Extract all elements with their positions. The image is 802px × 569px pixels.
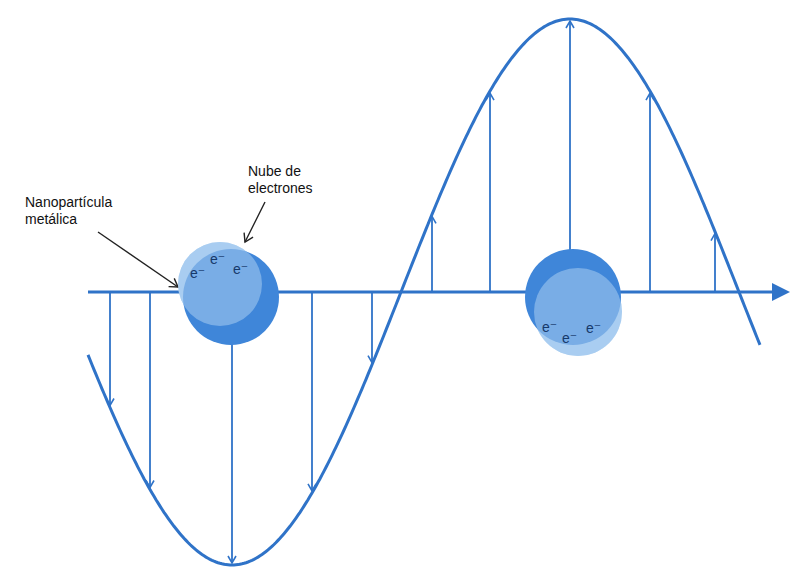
electron-symbol: e⁻ (210, 251, 225, 267)
electron-symbol: e⁻ (586, 320, 601, 336)
nanoparticle: e⁻ e⁻ e⁻ (170, 235, 295, 350)
callout-label: Nube de electrones (248, 163, 336, 197)
field-arrow (431, 216, 433, 292)
axis-arrowhead (772, 283, 790, 301)
electron-symbol: e⁻ (190, 265, 205, 281)
electron-symbol: e⁻ (542, 319, 557, 335)
callout-label: Nanopartícula metálica (25, 194, 137, 228)
field-arrow (109, 292, 111, 406)
field-arrow (149, 292, 151, 488)
electron-cloud (178, 242, 262, 326)
nanoparticle: e⁻ e⁻ e⁻ (510, 245, 640, 360)
electron-cloud (534, 268, 622, 356)
field-arrow (371, 292, 373, 363)
electron-cloud (178, 242, 262, 326)
field-arrow (714, 234, 716, 292)
field-arrow (649, 93, 651, 292)
leader-arrow (98, 232, 178, 287)
leader-arrow (245, 202, 265, 242)
electron-cloud (534, 268, 622, 356)
field-arrow (489, 93, 491, 292)
electron-symbol: e⁻ (562, 330, 577, 346)
particle-shape (170, 235, 295, 350)
field-arrow (311, 292, 313, 491)
electron-symbol: e⁻ (233, 261, 248, 277)
